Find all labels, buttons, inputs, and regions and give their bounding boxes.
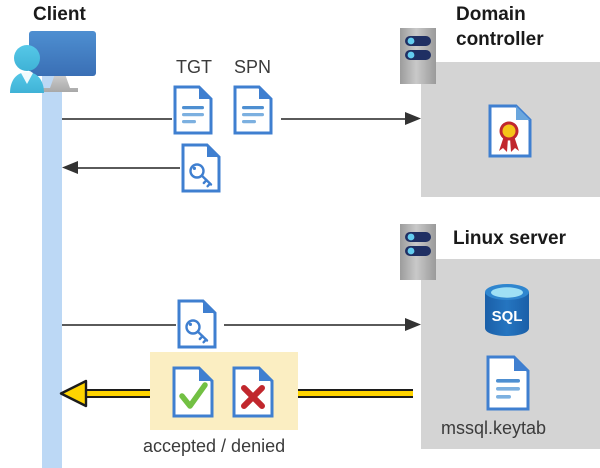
page-title-domain-controller-line2: controller bbox=[456, 29, 544, 50]
flow-line-client-to-dc-left bbox=[62, 118, 172, 120]
flow-line-client-to-dc-right bbox=[281, 118, 411, 120]
label-accepted-denied: accepted / denied bbox=[143, 436, 286, 456]
client-lifeline bbox=[42, 72, 62, 468]
page-title-linux-server: Linux server bbox=[453, 228, 566, 249]
sql-icon-text: SQL bbox=[492, 308, 523, 325]
sql-database-icon: SQL bbox=[482, 283, 532, 337]
user-computer-icon bbox=[6, 27, 102, 99]
server-rack-icon-linux-server bbox=[400, 224, 436, 280]
document-key-icon-tgt-ticket bbox=[181, 143, 221, 193]
result-flow-bar-left bbox=[82, 389, 150, 398]
page-title-domain-controller-line1: Domain bbox=[456, 4, 526, 25]
arrowhead-right-to-linux bbox=[405, 316, 423, 333]
arrowhead-right-to-dc bbox=[405, 110, 423, 127]
page-title-client: Client bbox=[33, 4, 86, 25]
result-flow-bar-right bbox=[298, 389, 413, 398]
flow-line-dc-to-client bbox=[76, 167, 180, 169]
flow-line-client-to-linux-left bbox=[62, 324, 176, 326]
arrowhead-left-result bbox=[58, 379, 88, 408]
label-tgt: TGT bbox=[176, 57, 212, 77]
document-icon-keytab bbox=[486, 355, 530, 411]
document-key-icon-service-ticket bbox=[177, 299, 217, 349]
arrowhead-left-to-client-ticket bbox=[60, 159, 78, 176]
server-rack-icon-domain-controller bbox=[400, 28, 436, 84]
certificate-document-icon bbox=[488, 104, 532, 158]
document-icon-spn bbox=[233, 85, 273, 135]
document-cross-icon-denied bbox=[232, 366, 274, 418]
flow-line-client-to-linux-right bbox=[224, 324, 411, 326]
document-check-icon-accepted bbox=[172, 366, 214, 418]
label-keytab: mssql.keytab bbox=[441, 418, 547, 438]
document-icon-tgt bbox=[173, 85, 213, 135]
label-spn: SPN bbox=[234, 57, 272, 77]
